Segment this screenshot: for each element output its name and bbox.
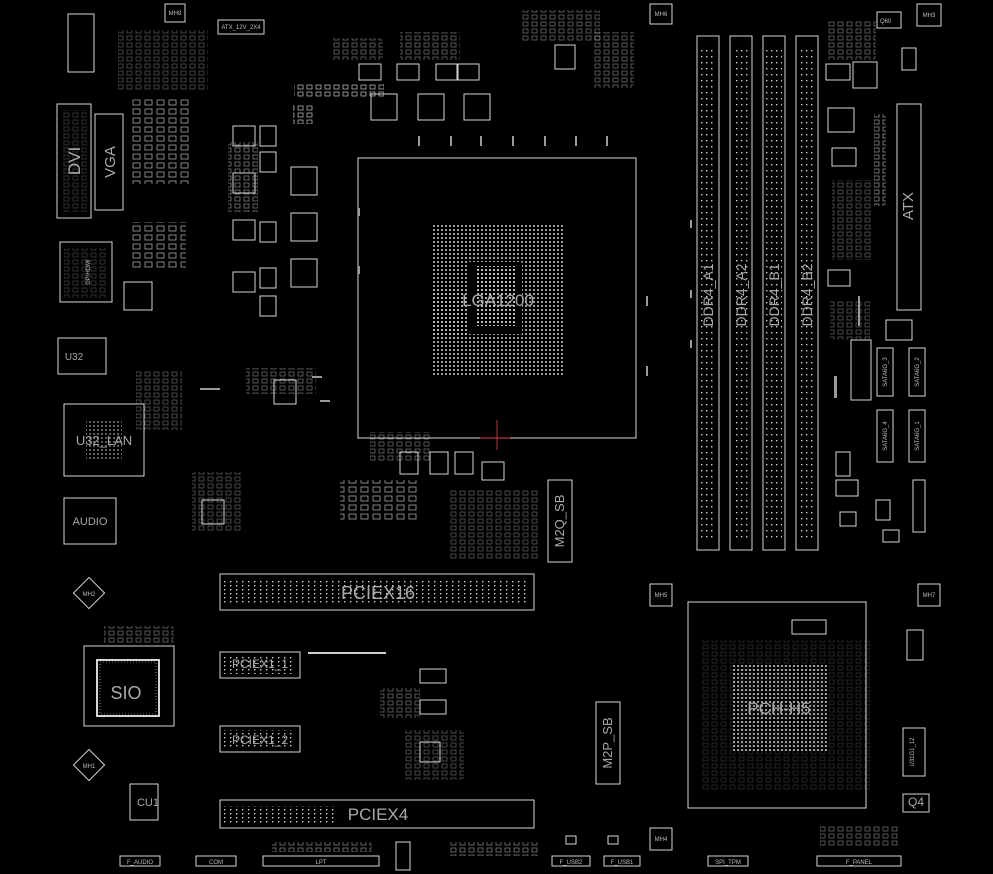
mounting-hole-mh3 xyxy=(916,3,942,27)
chipset-label: PCH-H5 xyxy=(747,699,810,718)
pciex1-1-label: PCIEX1_1 xyxy=(232,657,288,671)
f-panel-label: F_PANEL xyxy=(846,860,873,866)
pciex16-label: PCIEX16 xyxy=(341,583,415,603)
right-side-components xyxy=(825,11,930,813)
audio-connector[interactable] xyxy=(63,497,117,545)
pciex16-slot[interactable] xyxy=(219,573,535,611)
vga-label: VGA xyxy=(102,146,119,178)
atx12v-label: ATX_12V_2X4 xyxy=(221,25,261,31)
misc-pads xyxy=(200,136,860,871)
audio-label: AUDIO xyxy=(73,516,108,528)
q4-label: Q4 xyxy=(908,795,924,809)
f-usb2-label: F_USB2 xyxy=(560,860,583,866)
com-label: COM xyxy=(209,860,223,866)
pciex1-2-label: PCIEX1_2 xyxy=(232,733,288,747)
mh4-label: MH4 xyxy=(655,837,668,843)
mounting-hole-mh6 xyxy=(649,3,673,25)
bottom-headers[interactable] xyxy=(119,826,902,867)
f-audio-label: F_AUDIO xyxy=(127,860,153,866)
atx12v-connector[interactable] xyxy=(217,19,265,35)
spi-tpm-label: SPI_TPM xyxy=(715,860,741,866)
atx-connector[interactable] xyxy=(874,103,922,311)
f-usb1-label: F_USB1 xyxy=(611,860,634,866)
pciex1-2-slot[interactable] xyxy=(219,725,301,753)
mh7-label: MH7 xyxy=(923,593,936,599)
cpu-socket[interactable] xyxy=(357,157,637,450)
super-io-chip[interactable] xyxy=(83,626,175,727)
lpt-label: LPT xyxy=(315,860,326,866)
vrm-components xyxy=(228,10,634,317)
q60-label: Q60 xyxy=(880,19,892,25)
m2q-slot[interactable] xyxy=(547,479,573,563)
dimm-b2-label: DDR4_B2 xyxy=(799,263,815,326)
lower-center-components xyxy=(246,368,540,780)
m2q-label: M2Q_SB xyxy=(552,495,567,548)
mounting-hole-mh4 xyxy=(649,827,673,851)
dimm-slots[interactable] xyxy=(696,35,819,551)
mounting-hole-mh8 xyxy=(164,3,186,23)
usb3-label: U31G1_12 xyxy=(910,737,916,767)
atx-label: ATX xyxy=(900,192,917,220)
mounting-hole-mh1 xyxy=(72,748,106,782)
pciex1-1-slot[interactable] xyxy=(219,651,301,679)
sata1-label: SATA6G_1 xyxy=(915,421,921,451)
cu1-chip[interactable] xyxy=(129,783,159,821)
cu1-label: CU1 xyxy=(137,797,159,809)
usb-connector-u32[interactable] xyxy=(57,337,107,375)
usb3-header[interactable] xyxy=(902,727,926,777)
dp-hdmi-label: DP/HDMI xyxy=(86,259,92,285)
sata3-label: SATA6G_3 xyxy=(883,357,889,387)
mh1-label: MH1 xyxy=(83,764,96,770)
mh5-label: MH5 xyxy=(655,593,668,599)
mounting-hole-mh5 xyxy=(649,583,673,607)
sata2-label: SATA6G_2 xyxy=(915,357,921,387)
pciex4-slot[interactable] xyxy=(219,799,535,829)
left-components xyxy=(67,13,242,532)
chipset[interactable] xyxy=(687,601,870,809)
sata4-label: SATA6G_4 xyxy=(883,421,889,451)
lan-label: U32_LAN xyxy=(76,433,132,448)
m2p-slot[interactable] xyxy=(595,701,621,785)
cpu-socket-label: LGA1200 xyxy=(462,291,534,310)
sio-label: SIO xyxy=(110,683,141,703)
mh3-label: MH3 xyxy=(923,13,936,19)
pciex4-label: PCIEX4 xyxy=(348,805,408,824)
sata-connectors[interactable] xyxy=(876,347,926,533)
mounting-hole-mh2 xyxy=(72,576,106,610)
mh6-label: MH6 xyxy=(655,12,668,18)
mounting-hole-mh7 xyxy=(917,583,941,607)
dimm-a1-label: DDR4_A1 xyxy=(700,263,716,326)
vga-connector[interactable] xyxy=(94,113,124,211)
dvi-connector[interactable] xyxy=(56,103,92,219)
mh2-label: MH2 xyxy=(83,592,96,598)
dvi-label: DVI xyxy=(65,147,84,175)
lan-connector[interactable] xyxy=(63,403,145,477)
dp-hdmi-connector[interactable] xyxy=(59,241,113,303)
m2p-label: M2P_SB xyxy=(600,717,615,768)
dimm-a2-label: DDR4_A2 xyxy=(733,263,749,326)
dimm-b1-label: DDR4_B1 xyxy=(766,263,782,326)
mh8-label: MH8 xyxy=(169,11,182,17)
u32-label: U32 xyxy=(65,352,84,363)
